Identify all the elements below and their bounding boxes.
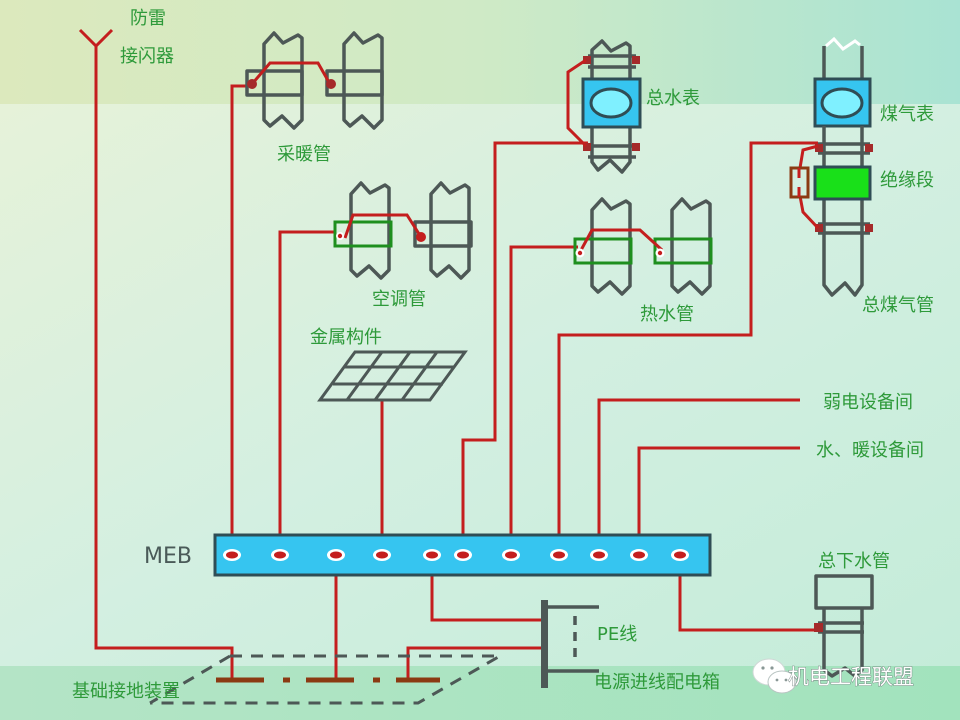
lightning-rod-icon <box>78 28 114 49</box>
hot-water-pipe-icon <box>573 197 713 296</box>
label-lightning-rod-1: 防雷 <box>130 8 166 29</box>
background-bottom-band <box>0 666 960 720</box>
wire-weak-current-room <box>597 398 800 555</box>
gas-meter-icon <box>789 36 873 297</box>
metal-grid-icon <box>317 350 468 402</box>
label-water-meter: 总水表 <box>646 88 700 109</box>
meb-terminal-dot <box>674 551 686 559</box>
label-metal-structure: 金属构件 <box>310 327 382 348</box>
label-gas-meter: 煤气表 <box>880 104 934 125</box>
meb-terminal-dot <box>226 551 238 559</box>
label-main-gas-pipe: 总煤气管 <box>862 295 934 316</box>
label-pe-line: PE线 <box>597 624 637 645</box>
label-water-heating-room: 水、暖设备间 <box>816 440 924 461</box>
wire-pe-line <box>430 555 545 622</box>
wire-foundation-to-pe <box>406 646 545 678</box>
bonding-wires <box>94 45 818 678</box>
wire-ac-pipe <box>278 230 336 555</box>
meb-terminal-dot <box>457 551 469 559</box>
background-top-band <box>0 0 960 104</box>
wire-lightning-rod <box>94 45 234 678</box>
heating-pipe-icon <box>245 31 384 130</box>
label-hot-water-pipe: 热水管 <box>640 304 694 325</box>
wire-hot-water-pipe <box>509 245 578 555</box>
wire-drain-pipe <box>678 555 818 632</box>
label-power-distribution-box: 电源进线配电箱 <box>594 672 720 693</box>
water-meter-icon <box>566 39 642 174</box>
meb-terminal-dot <box>426 551 438 559</box>
label-insulation-section: 绝缘段 <box>880 170 934 191</box>
meb-terminal-dot <box>633 551 645 559</box>
label-meb: MEB <box>144 544 192 569</box>
meb-terminal-dot <box>593 551 605 559</box>
label-main-drain-pipe: 总下水管 <box>818 551 890 572</box>
label-weak-current-room: 弱电设备间 <box>823 392 913 413</box>
watermark-text: 机电工程联盟 <box>788 665 914 689</box>
label-ac-pipe: 空调管 <box>372 289 426 310</box>
label-foundation-grounding: 基础接地装置 <box>72 681 180 702</box>
wire-gas-pipe <box>557 141 818 555</box>
wire-heating-pipe <box>230 84 250 555</box>
ac-pipe-icon <box>333 181 473 280</box>
meb-terminal-dot <box>330 551 342 559</box>
drain-pipe-icon <box>814 574 874 678</box>
meb-terminal-dot <box>274 551 286 559</box>
meb-terminal-dot <box>376 551 388 559</box>
meb-terminal-dot <box>553 551 565 559</box>
meb-terminal-dot <box>505 551 517 559</box>
wire-water-heating-room <box>637 446 800 555</box>
wechat-icon <box>752 658 797 694</box>
wire-water-meter <box>461 141 588 555</box>
foundation-grounding-icon <box>149 654 506 705</box>
meb-terminals <box>223 549 689 561</box>
power-distribution-box-icon <box>541 600 599 688</box>
label-heating-pipe: 采暖管 <box>277 144 331 165</box>
label-lightning-rod-2: 接闪器 <box>120 46 174 67</box>
